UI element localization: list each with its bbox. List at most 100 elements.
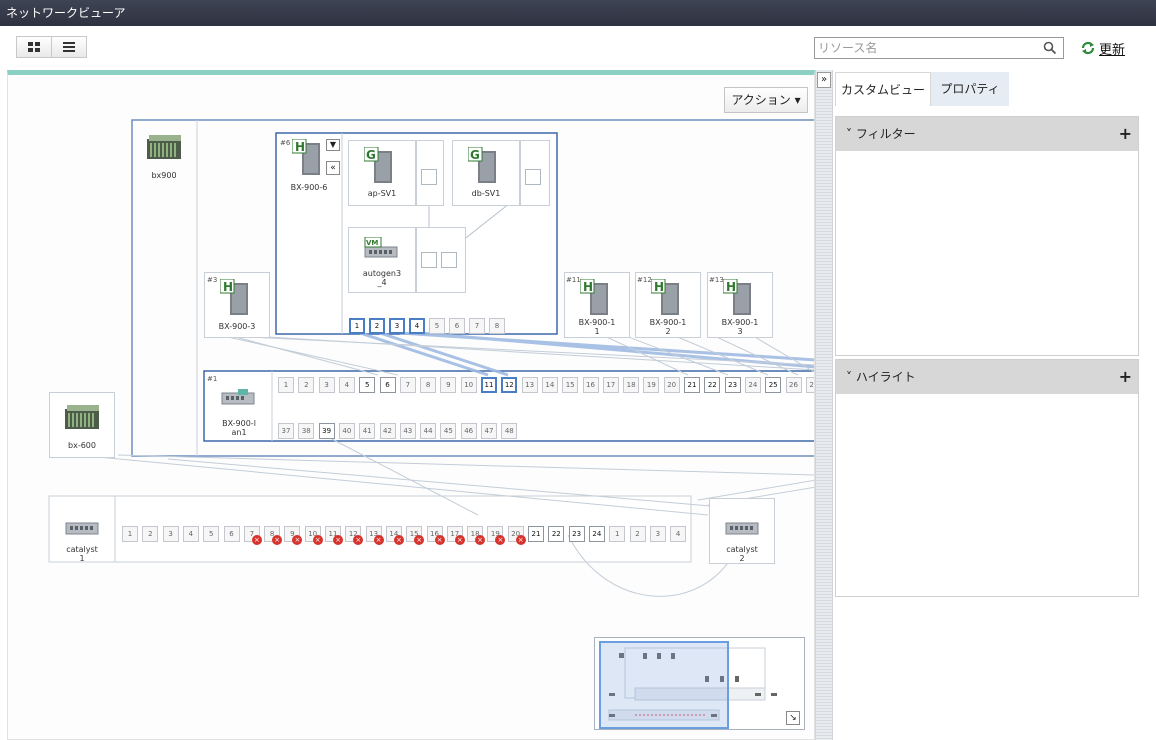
port[interactable]: 22	[704, 377, 721, 393]
port[interactable]: 1	[122, 526, 138, 542]
highlight-header[interactable]: ˅ ハイライト +	[836, 360, 1138, 394]
port[interactable]: 8×	[264, 526, 283, 545]
port[interactable]: 1	[278, 377, 294, 393]
tab-properties[interactable]: プロパティ	[931, 72, 1009, 106]
port[interactable]: 14×	[385, 526, 404, 545]
port[interactable]: 5	[429, 318, 445, 334]
port[interactable]: 19	[643, 377, 660, 393]
port[interactable]: 13×	[365, 526, 384, 545]
vnic-port[interactable]	[525, 169, 541, 185]
port[interactable]: 41	[359, 423, 376, 439]
filter-header[interactable]: ˅ フィルター +	[836, 117, 1138, 151]
port[interactable]: 2	[629, 526, 646, 542]
port[interactable]: 4	[182, 526, 199, 542]
port[interactable]: 3	[162, 526, 179, 542]
port[interactable]: 15×	[406, 526, 425, 545]
port[interactable]: 21	[528, 526, 544, 542]
host6-collapse[interactable]: «	[326, 161, 340, 175]
panel-collapse-button[interactable]: »	[817, 72, 831, 88]
port[interactable]: 47	[481, 423, 497, 439]
port[interactable]: 3	[649, 526, 666, 542]
network-canvas[interactable]: アクション ▾ bx900 bx-600 #6 H BX-900-6 ▼ « G…	[7, 70, 815, 740]
port[interactable]: 21	[684, 377, 700, 393]
port[interactable]: 12×	[345, 526, 364, 545]
vswitch-node[interactable]	[348, 227, 416, 293]
port[interactable]: 2	[142, 526, 159, 542]
port[interactable]: 20	[663, 377, 680, 393]
port[interactable]: 5	[359, 377, 376, 393]
search-input[interactable]	[815, 39, 1043, 57]
port[interactable]: 14	[541, 377, 558, 393]
port[interactable]: 11	[481, 377, 497, 393]
port[interactable]: 9	[440, 377, 457, 393]
list-view-button[interactable]	[51, 36, 87, 58]
port[interactable]: 6	[379, 377, 396, 393]
port[interactable]: 18×	[467, 526, 486, 545]
port[interactable]: 13	[521, 377, 538, 393]
port[interactable]: 17	[602, 377, 619, 393]
port[interactable]: 5	[203, 526, 220, 542]
port[interactable]: 10	[460, 377, 477, 393]
port[interactable]: 27	[805, 377, 814, 393]
port[interactable]: 7	[469, 318, 485, 334]
port[interactable]: 37	[278, 423, 294, 439]
vnic-port[interactable]	[421, 169, 437, 185]
port[interactable]: 24	[744, 377, 761, 393]
port[interactable]: 6	[223, 526, 240, 542]
grid-view-button[interactable]	[16, 36, 52, 58]
server-host-icon[interactable]: H	[292, 139, 324, 177]
port[interactable]: 42	[379, 423, 396, 439]
port[interactable]: 4	[670, 526, 687, 542]
port[interactable]: 7×	[243, 526, 262, 545]
chassis-icon[interactable]	[147, 135, 181, 161]
port[interactable]: 6	[449, 318, 465, 334]
port[interactable]: 22	[548, 526, 565, 542]
search-icon[interactable]	[1043, 41, 1057, 55]
vswitch-port[interactable]	[421, 252, 437, 268]
port[interactable]: 17×	[446, 526, 465, 545]
port[interactable]: 12	[501, 377, 518, 393]
port[interactable]: 19×	[487, 526, 506, 545]
port[interactable]: 11×	[325, 526, 343, 545]
minimap[interactable]: ↘	[594, 637, 805, 730]
panel-splitter[interactable]	[815, 70, 833, 740]
port[interactable]: 1	[349, 318, 365, 334]
port[interactable]: 3	[389, 318, 405, 334]
port[interactable]: 3	[318, 377, 335, 393]
port[interactable]: 4	[338, 377, 355, 393]
port[interactable]: 23	[568, 526, 585, 542]
port[interactable]: 2	[369, 318, 385, 334]
port[interactable]: 38	[298, 423, 315, 439]
action-button[interactable]: アクション ▾	[724, 87, 808, 113]
add-highlight-icon[interactable]: +	[1118, 367, 1132, 386]
refresh-button[interactable]: 更新	[1080, 38, 1125, 58]
port[interactable]: 7	[399, 377, 416, 393]
port[interactable]: 20×	[507, 526, 526, 545]
port[interactable]: 44	[420, 423, 437, 439]
lan-switch-icon[interactable]	[220, 387, 256, 407]
port[interactable]: 39	[318, 423, 335, 439]
catalyst-switch-icon[interactable]	[64, 517, 100, 537]
port[interactable]: 40	[338, 423, 355, 439]
minimap-resize-icon[interactable]: ↘	[786, 711, 800, 725]
port[interactable]: 9×	[284, 526, 303, 545]
port[interactable]: 48	[501, 423, 518, 439]
vswitch-port[interactable]	[441, 252, 457, 268]
port[interactable]: 45	[440, 423, 457, 439]
add-filter-icon[interactable]: +	[1118, 124, 1132, 143]
port[interactable]: 2	[298, 377, 315, 393]
port[interactable]: 16×	[426, 526, 445, 545]
port[interactable]: 10×	[304, 526, 323, 545]
port[interactable]: 23	[724, 377, 741, 393]
port[interactable]: 16	[582, 377, 599, 393]
port[interactable]: 43	[399, 423, 416, 439]
port[interactable]: 26	[785, 377, 802, 393]
port[interactable]: 1	[609, 526, 626, 542]
minimap-viewport[interactable]	[599, 641, 729, 729]
port[interactable]: 24	[588, 526, 605, 542]
port[interactable]: 4	[409, 318, 425, 334]
port[interactable]: 8	[420, 377, 437, 393]
tab-custom-view[interactable]: カスタムビュー	[835, 72, 931, 106]
port[interactable]: 8	[489, 318, 505, 334]
host6-dropdown[interactable]: ▼	[326, 139, 340, 151]
